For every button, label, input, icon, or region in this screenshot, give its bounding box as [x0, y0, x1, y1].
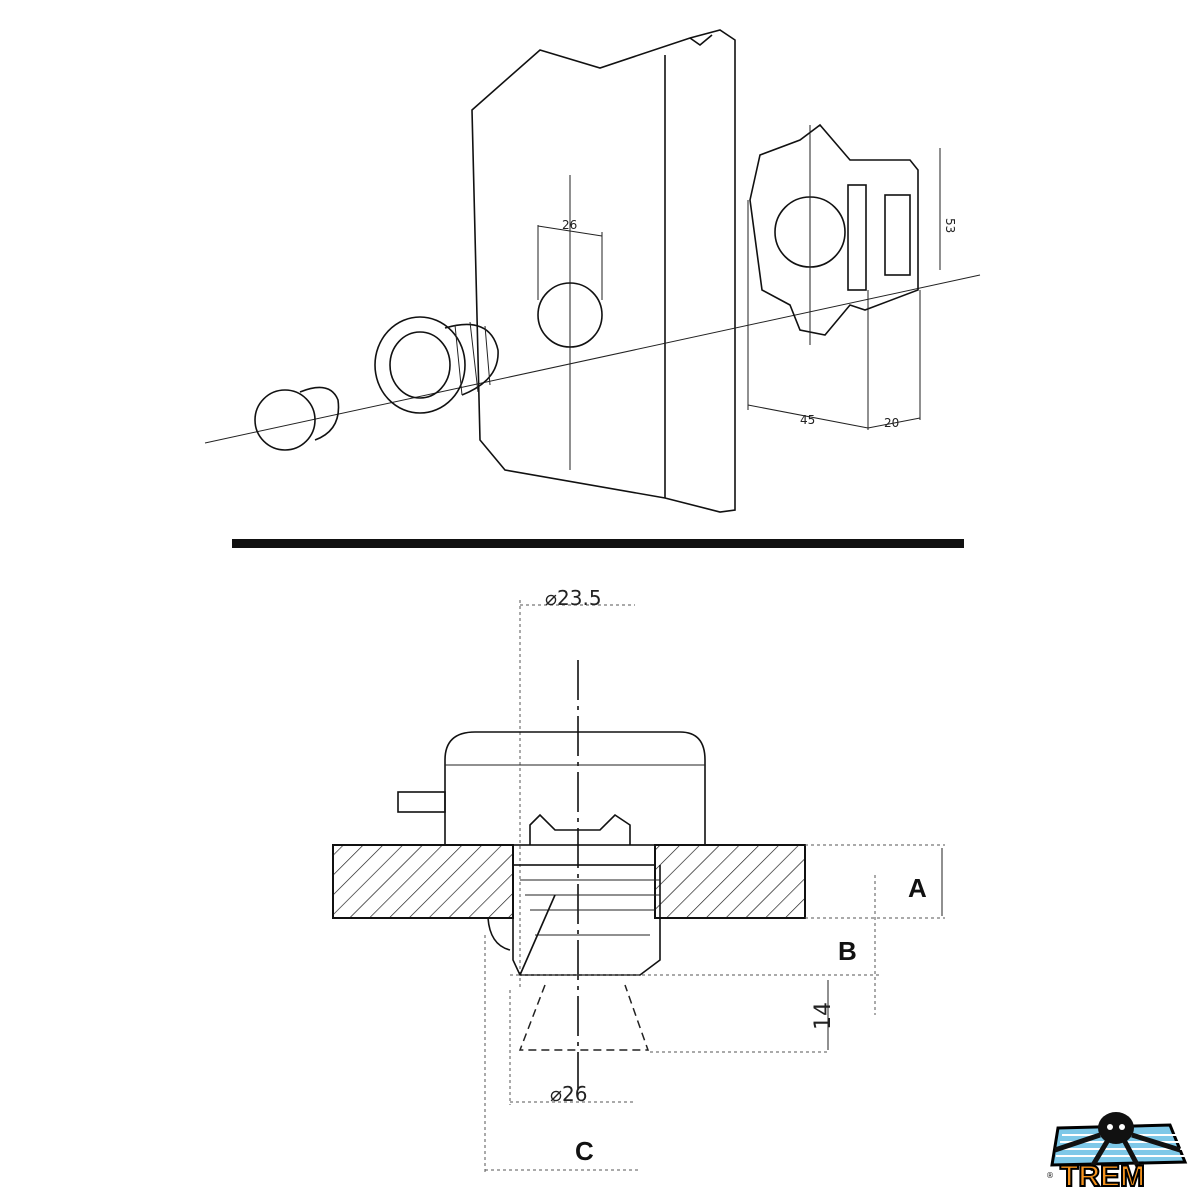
knob: [254, 386, 340, 451]
dim-depth-label: 20: [884, 416, 899, 430]
divider-bar: [232, 539, 964, 548]
trem-logo: TREM ®: [1046, 1112, 1188, 1194]
dim-height-label: 53: [943, 218, 957, 233]
dim-top-diameter-label: ⌀23.5: [545, 586, 602, 610]
dim-hole-label: 26: [562, 218, 577, 232]
dim-cone-label: 14: [811, 1002, 836, 1030]
label-b: B: [838, 936, 857, 966]
logo-text: TREM: [1060, 1160, 1145, 1193]
dim-bottom-diameter-label: ⌀26: [550, 1082, 588, 1106]
section-drawing: ⌀23.5 14 ⌀26 A B C: [332, 586, 945, 1175]
registered-mark: ®: [1046, 1171, 1054, 1180]
label-a: A: [908, 873, 927, 903]
lock-body: 45 20 53: [747, 123, 957, 430]
label-c: C: [575, 1136, 594, 1166]
door-hole: 26: [537, 175, 603, 470]
dim-width-label: 45: [800, 413, 815, 427]
door-panel: [471, 29, 736, 513]
axis-line: [204, 274, 981, 444]
ring-nut: [374, 316, 499, 414]
